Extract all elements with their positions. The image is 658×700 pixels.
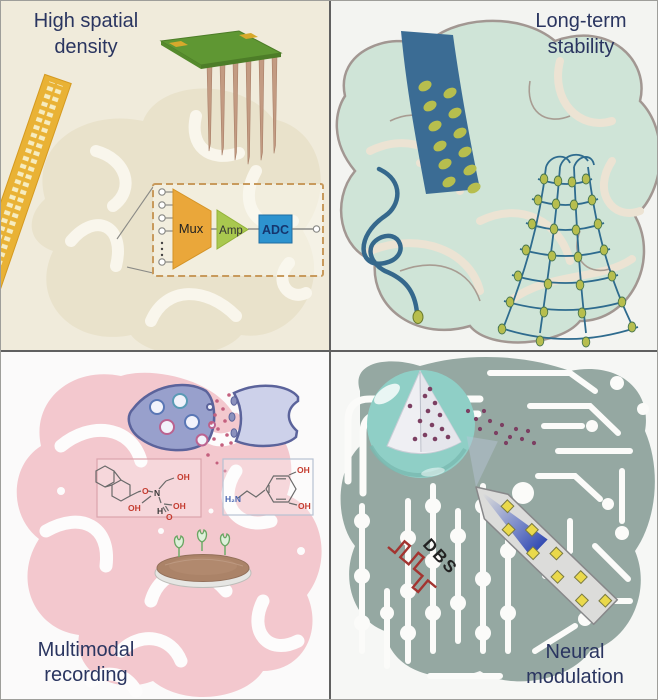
ribbon-electrode-sites	[418, 80, 481, 194]
synapse-illustration	[127, 383, 300, 473]
light-beam	[466, 436, 498, 487]
amp-label: Amp	[219, 225, 243, 237]
chem-label-oh-left: OH	[128, 503, 141, 513]
silicon-probe	[1, 73, 72, 304]
sprout-sensors	[173, 529, 231, 557]
long-term-stability-illustration	[335, 19, 657, 348]
postsynaptic-terminal	[232, 384, 300, 448]
dopamine-structure-box: H₂N OH OH	[222, 458, 314, 516]
quadrant-neural-modulation: DBS Neural modulation	[330, 351, 657, 699]
label-long-term-stability: Long-term stability	[535, 10, 627, 58]
output-terminal	[312, 225, 321, 233]
stimulation-probe	[466, 436, 619, 626]
flexible-ribbon-electrode	[401, 31, 481, 194]
quadrant-multimodal-recording: OH O N OH H OH O	[1, 351, 330, 699]
chem-label-n: N	[154, 488, 160, 498]
chem-label-dopamine-oh-top: OH	[297, 465, 310, 475]
postsynaptic-receptors	[228, 396, 238, 438]
quadrant-high-spatial-density: Mux Amp ADC High spatial density	[1, 1, 330, 351]
glutamate-structure-box: OH O N OH H OH O	[95, 458, 202, 522]
brain-mint	[335, 19, 657, 344]
drug-delivery-sphere	[367, 369, 537, 478]
label-multimodal-recording: Multimodal recording	[37, 638, 135, 687]
chem-label-oh-top: OH	[177, 472, 190, 482]
multimodal-recording-illustration: OH O N OH H OH O	[16, 372, 322, 698]
label-neural-modulation: Neural modulation	[526, 640, 624, 689]
culture-dish	[154, 529, 252, 588]
high-spatial-density-illustration: Mux Amp ADC	[1, 30, 324, 351]
readout-circuit-diagram: Mux Amp ADC	[152, 183, 324, 277]
stimulation-pads	[500, 499, 613, 608]
quadrant-long-term-stability: Long-term stability	[330, 1, 657, 351]
mux-label: Mux	[179, 221, 204, 236]
chem-label-o-ester: O	[142, 486, 149, 496]
mux-block	[172, 188, 212, 270]
chem-label-oh-right: OH	[173, 501, 186, 511]
adc-label: ADC	[262, 223, 289, 237]
microneedle-array-chip	[159, 30, 283, 165]
brain-pink	[16, 372, 322, 698]
mesh-electrode	[497, 153, 639, 348]
neurotransmitter-dots	[206, 393, 233, 473]
neural-modulation-illustration: DBS	[340, 356, 655, 682]
chem-label-h2n: H₂N	[225, 494, 241, 504]
mesh-electrode-sites	[497, 173, 637, 348]
synaptic-vesicles	[149, 393, 216, 447]
amp-block	[216, 209, 249, 250]
circuit-pads	[354, 376, 649, 641]
released-particles	[465, 408, 537, 446]
input-ellipsis-dots	[160, 241, 164, 257]
drug-particles	[407, 386, 451, 442]
adc-block	[258, 214, 293, 244]
label-high-spatial-density: High spatial density	[33, 10, 139, 58]
quadrant-divider-horizontal	[1, 350, 657, 352]
chem-label-o-bottom: O	[166, 512, 173, 522]
chem-label-h: H	[157, 506, 163, 516]
coiled-fiber-electrode	[361, 166, 424, 324]
zoom-connector-lines	[116, 186, 154, 274]
chem-label-dopamine-oh-bottom: OH	[298, 501, 311, 511]
